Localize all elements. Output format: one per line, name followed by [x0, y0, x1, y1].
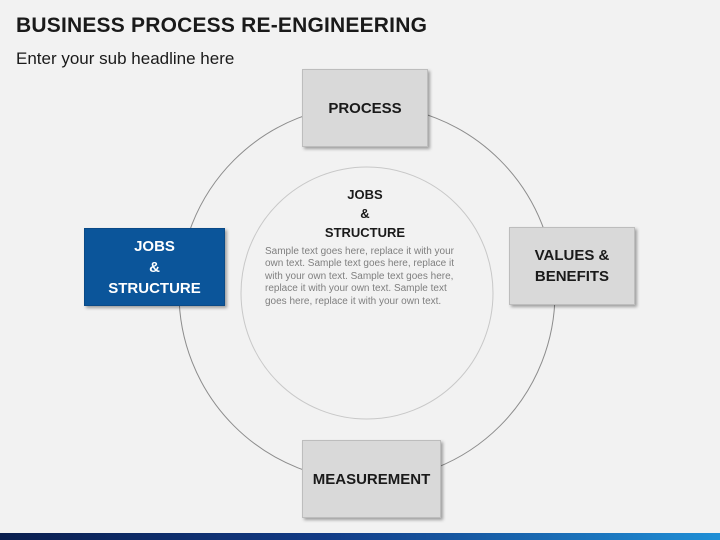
center-body-text: Sample text goes here, replace it with y…: [265, 246, 454, 307]
center-title: JOBS & STRUCTURE: [324, 187, 406, 240]
jobs-structure-node[interactable]: JOBS & STRUCTURE: [84, 228, 225, 306]
bottom-accent-bar: [0, 533, 720, 540]
jobs-structure-node-label: JOBS & STRUCTURE: [108, 237, 201, 297]
measurement-node-label: MEASUREMENT: [312, 470, 431, 488]
slide-title: BUSINESS PROCESS RE-ENGINEERING: [16, 14, 428, 37]
process-node[interactable]: PROCESS: [302, 69, 428, 147]
process-node-label: PROCESS: [328, 99, 402, 117]
measurement-node[interactable]: MEASUREMENT: [302, 440, 441, 518]
values-benefits-node[interactable]: VALUES & BENEFITS: [509, 227, 635, 305]
slide-subtitle: Enter your sub headline here: [16, 49, 235, 68]
values-benefits-node-label: VALUES & BENEFITS: [534, 247, 610, 285]
inner-center-circle: [240, 166, 494, 420]
